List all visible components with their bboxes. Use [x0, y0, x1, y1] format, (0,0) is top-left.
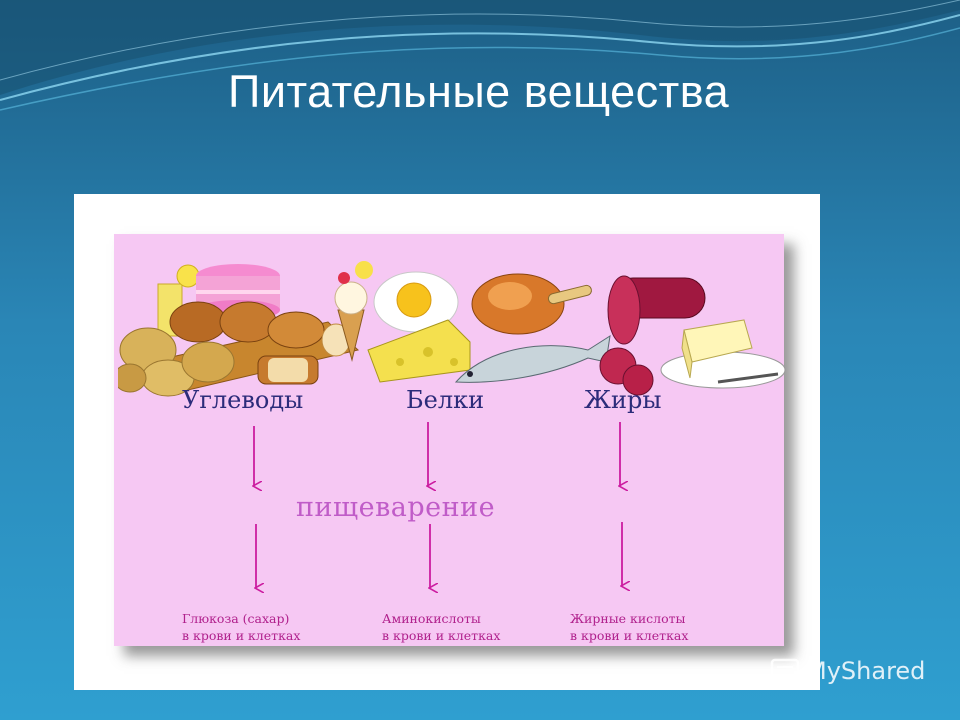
wave-decoration — [0, 0, 960, 111]
chicken-icon — [471, 273, 592, 335]
result-glucose: Глюкоза (сахар) в крови и клетках — [182, 610, 352, 644]
slide-title: Питательные вещества — [228, 66, 730, 117]
fish-icon — [454, 334, 611, 383]
diagram-frame: Углеводы Белки Жиры пищеварение Глюкоза … — [74, 194, 820, 690]
category-carbohydrates: Углеводы — [182, 386, 304, 414]
butter-icon — [660, 319, 786, 389]
egg-icon — [373, 271, 459, 333]
result-amino-acids-line1: Аминокислоты — [382, 611, 481, 626]
food-illustration — [118, 261, 786, 397]
result-fatty-acids-line2: в крови и клетках — [570, 628, 689, 643]
result-amino-acids: Аминокислоты в крови и клетках — [382, 610, 552, 644]
result-fatty-acids: Жирные кислоты в крови и клетках — [570, 610, 740, 644]
watermark: MyShared — [768, 654, 925, 688]
watermark-text: MyShared — [806, 657, 926, 685]
category-proteins: Белки — [406, 386, 485, 414]
potato-icon — [118, 327, 235, 397]
result-fatty-acids-line1: Жирные кислоты — [570, 611, 686, 626]
category-fats: Жиры — [584, 386, 662, 414]
myshared-logo-icon — [770, 658, 800, 686]
sausage-icon — [599, 275, 706, 396]
ice-cream-icon — [334, 261, 373, 362]
result-glucose-line2: в крови и клетках — [182, 628, 301, 643]
result-glucose-line1: Глюкоза (сахар) — [182, 611, 290, 626]
digestion-label: пищеварение — [296, 492, 496, 523]
result-amino-acids-line2: в крови и клетках — [382, 628, 501, 643]
cheese-icon — [367, 319, 471, 383]
